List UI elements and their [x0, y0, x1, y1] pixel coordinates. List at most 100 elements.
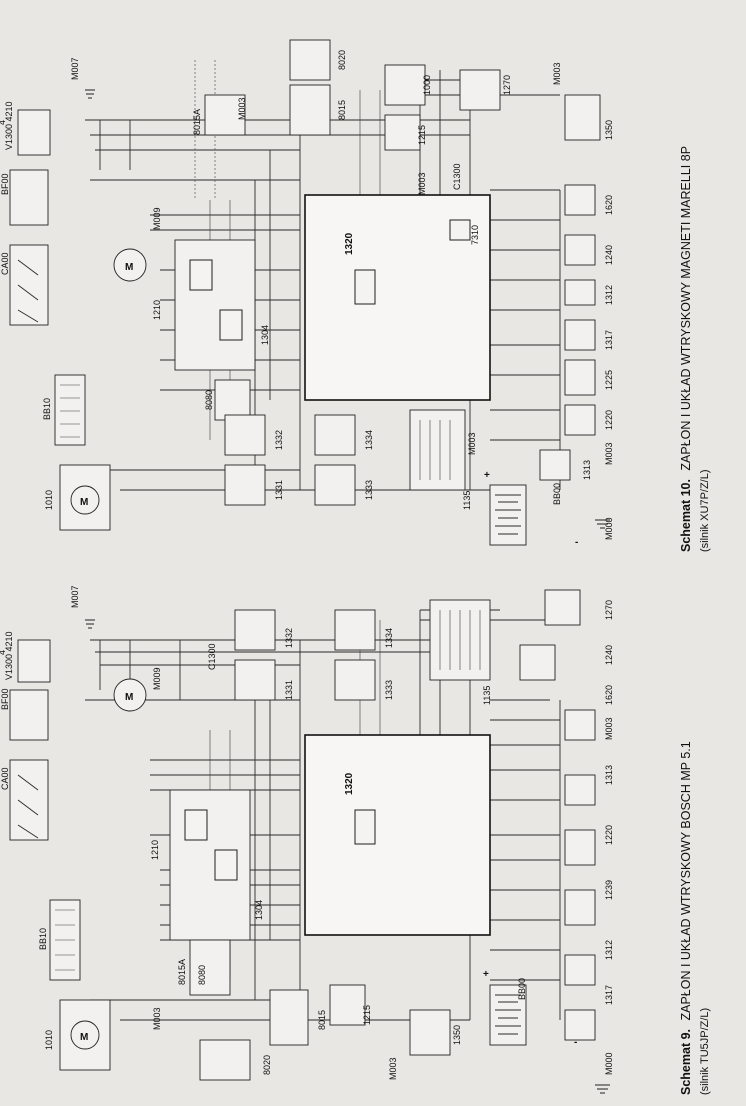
caption-9-title: ZAPŁON I UKŁAD WTRYSKOWY BOSCH MP 5.1: [679, 741, 693, 1020]
label-m003c-left: M003: [604, 717, 614, 740]
label-v1300-right: V1300 4210: [4, 101, 14, 150]
component-1239-left: [564, 889, 596, 926]
label-m003a-right: M003: [237, 97, 247, 120]
label-7310-right: 7310: [470, 225, 480, 245]
label-8015-right: 8015: [337, 100, 347, 120]
battery-plus-right: +: [484, 470, 490, 481]
label-1010-left: 1010: [44, 1030, 54, 1050]
label-4-right: 4: [0, 120, 7, 125]
component-m009-motor-right: [113, 248, 147, 282]
caption-9-prefix: Schemat 9.: [679, 1029, 693, 1095]
component-1313-left: [564, 774, 596, 806]
component-1215-right: [384, 114, 421, 151]
label-1620-right: 1620: [604, 195, 614, 215]
ecu-box-left: [304, 734, 491, 936]
label-m003d-right: M003: [604, 442, 614, 465]
label-ca00-left: CA00: [0, 767, 10, 790]
label-m003b-left: M003: [388, 1057, 398, 1080]
label-1240-left: 1240: [604, 645, 614, 665]
starter-m-symbol-right: M: [80, 497, 88, 508]
label-1304-right: 1304: [260, 325, 270, 345]
component-ca00-left: [9, 759, 49, 841]
component-1210-left: [169, 789, 251, 941]
component-1333-left: [334, 659, 376, 701]
label-1332-right: 1332: [274, 430, 284, 450]
label-1331-left: 1331: [284, 680, 294, 700]
diagram-schemat-10: 1320 7310 CA00 BF00 V1300 4210 4 M007 M …: [0, 39, 614, 548]
label-1313-left: 1313: [604, 765, 614, 785]
label-8080-right: 8080: [204, 390, 214, 410]
label-bb10-left: BB10: [38, 928, 48, 950]
label-1215-right: 1215: [417, 125, 427, 145]
label-1000-right: 1000: [422, 75, 432, 95]
component-bb10-right: [54, 374, 86, 446]
component-1000-right: [384, 64, 426, 106]
component-1317-left: [564, 1009, 596, 1041]
label-4-left: 4: [0, 650, 7, 655]
component-1240-right: [564, 234, 596, 266]
label-bf00-left: BF00: [0, 688, 10, 710]
caption-schemat-9: Schemat 9. ZAPŁON I UKŁAD WTRYSKOWY BOSC…: [679, 741, 711, 1095]
label-1210-right: 1210: [152, 300, 162, 320]
component-1313-right: [539, 449, 571, 481]
label-1350-right: 1350: [604, 120, 614, 140]
label-1312-left: 1312: [604, 940, 614, 960]
label-1313-right: 1313: [582, 460, 592, 480]
label-m003e-right: M003: [467, 432, 477, 455]
label-1334-left: 1334: [384, 628, 394, 648]
component-8015a-right: [204, 94, 246, 136]
label-1317-right: 1317: [604, 330, 614, 350]
label-8015-left: 8015: [317, 1010, 327, 1030]
component-8080-right: [214, 379, 251, 421]
component-bf00-left: [9, 689, 49, 741]
component-1215-left: [329, 984, 366, 1026]
component-1220-left: [564, 829, 596, 866]
label-1240-right: 1240: [604, 245, 614, 265]
label-1333-left: 1333: [384, 680, 394, 700]
motor-m-symbol-right: M: [125, 262, 133, 273]
label-1333-right: 1333: [364, 480, 374, 500]
label-1225-right: 1225: [604, 370, 614, 390]
label-m003b-right: M003: [552, 62, 562, 85]
component-8020-right: [289, 39, 331, 81]
label-1220-left: 1220: [604, 825, 614, 845]
component-ca00-right: [9, 244, 49, 326]
diagram-schemat-9: 1320 CA00 BF00 V1300 4210 4 M007 M M009 …: [0, 585, 614, 1094]
component-1620-left: [564, 709, 596, 741]
label-m009-right: M009: [152, 207, 162, 230]
label-1010-right: 1010: [44, 490, 54, 510]
label-1332-left: 1332: [284, 628, 294, 648]
component-1332-left: [234, 609, 276, 651]
component-8020-left: [199, 1039, 251, 1081]
label-8015a-right: 8015A: [192, 109, 202, 135]
label-bb10-right: BB10: [42, 398, 52, 420]
component-bb00-battery-right: [489, 484, 527, 546]
component-1620-right: [564, 184, 596, 216]
ecu-symbol-left: [354, 809, 376, 845]
label-1317-left: 1317: [604, 985, 614, 1005]
label-m000-right: M000: [604, 517, 614, 540]
component-8015-left: [269, 989, 309, 1046]
battery-minus-right: -: [575, 537, 578, 548]
starter-m-symbol-left: M: [80, 1032, 88, 1043]
label-bb00-right: BB00: [552, 483, 562, 505]
component-1135-right: [409, 409, 466, 491]
label-1304-left: 1304: [254, 900, 264, 920]
component-7310-right: [449, 219, 471, 241]
label-8015a-left: 8015A: [177, 959, 187, 985]
label-m009-left: M009: [152, 667, 162, 690]
label-c1300-right: C1300: [452, 163, 462, 190]
component-1350-right: [564, 94, 601, 141]
motor-m-symbol-left: M: [125, 692, 133, 703]
caption-schemat-10: Schemat 10. ZAPŁON I UKŁAD WTRYSKOWY MAG…: [679, 146, 711, 552]
label-8080-left: 8080: [197, 965, 207, 985]
label-ca00-right: CA00: [0, 252, 10, 275]
label-1270-left: 1270: [604, 600, 614, 620]
caption-9-subtitle: (silnik TU5JP/Z/L): [699, 1008, 711, 1095]
component-1312-right: [564, 279, 596, 306]
label-1215-left: 1215: [362, 1005, 372, 1025]
component-1331-left: [234, 659, 276, 701]
label-1270-right: 1270: [502, 75, 512, 95]
caption-10-prefix: Schemat 10.: [679, 479, 693, 552]
